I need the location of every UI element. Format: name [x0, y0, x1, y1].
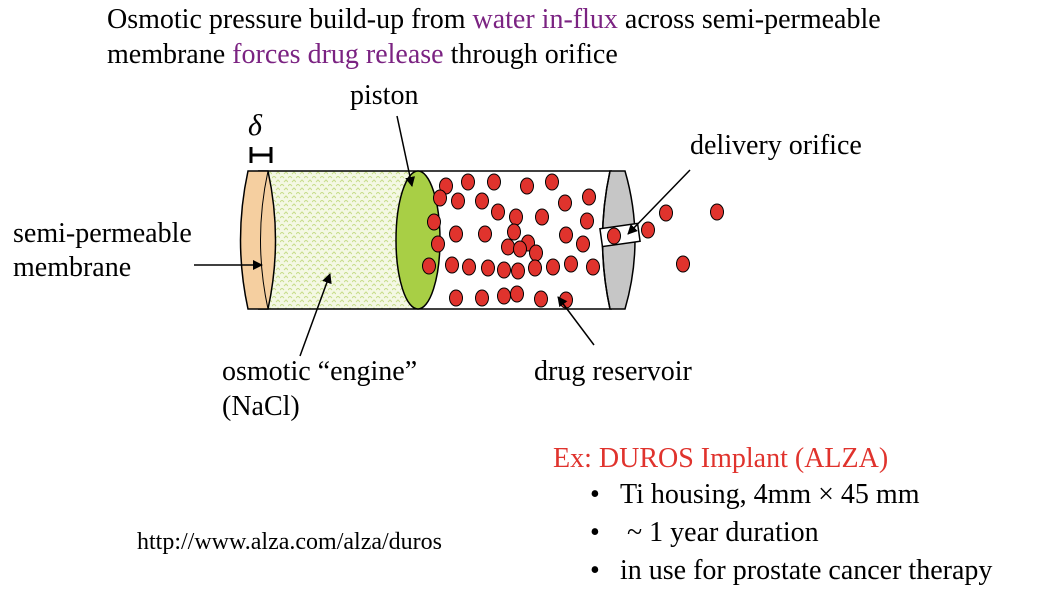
example-bullet-1-text: Ti housing, 4mm × 45 mm — [620, 479, 920, 510]
drug-particle — [586, 258, 600, 276]
label-osmotic-engine-line1: osmotic “engine” — [222, 356, 418, 387]
headline-part4: through orifice — [443, 39, 618, 70]
drug-particle — [558, 194, 572, 212]
drug-particle — [445, 256, 459, 274]
drug-particle — [509, 208, 523, 226]
drug-particle — [582, 188, 596, 206]
headline-part1: Osmotic pressure build-up from — [107, 4, 473, 35]
example-bullet-3-text: in use for prostate cancer therapy — [620, 555, 993, 586]
arrow-delivery-orifice — [627, 169, 691, 235]
label-piston: piston — [350, 80, 419, 111]
example-title: Ex: DUROS Implant (ALZA) — [553, 443, 889, 474]
drug-particle — [449, 225, 463, 243]
drug-particle — [511, 262, 525, 280]
example-bullet-2: • ~ 1 year duration — [590, 516, 819, 550]
example-bullet-2-text: ~ 1 year duration — [620, 517, 819, 548]
headline-line-1: Osmotic pressure build-up from water in-… — [107, 3, 881, 37]
bullet-dot-icon: • — [590, 479, 600, 510]
label-osmotic-engine-line2: (NaCl) — [222, 391, 300, 422]
delta-marker — [249, 147, 273, 163]
drug-particle — [520, 177, 534, 195]
headline-line-2: membrane forces drug release through ori… — [107, 38, 618, 72]
label-semi-permeable-line1: semi-permeable — [13, 218, 192, 249]
headline-highlight-water-influx: water in-flux — [472, 4, 618, 35]
headline-part3: membrane — [107, 39, 233, 70]
drug-particle — [676, 255, 690, 273]
example-bullet-3: • in use for prostate cancer therapy — [590, 554, 992, 588]
drug-particle — [433, 189, 447, 207]
drug-particle — [431, 235, 445, 253]
label-delta: δ — [248, 109, 262, 142]
drug-particle — [528, 259, 542, 277]
drug-particle — [559, 291, 573, 309]
label-semi-permeable-line2: membrane — [13, 252, 132, 283]
arrow-drug-reservoir — [557, 296, 595, 346]
drug-particle — [451, 192, 465, 210]
drug-particle — [449, 289, 463, 307]
drug-particle — [710, 203, 724, 221]
bullet-dot-icon: • — [590, 555, 600, 586]
drug-particle — [641, 221, 655, 239]
drug-particle — [559, 226, 573, 244]
drug-particle — [545, 173, 559, 191]
semi-permeable-membrane — [239, 170, 277, 310]
drug-particle — [507, 223, 521, 241]
drug-particle — [513, 240, 527, 258]
drug-particle — [564, 255, 578, 273]
drug-particle — [475, 192, 489, 210]
drug-particle — [535, 208, 549, 226]
drug-particle — [659, 204, 673, 222]
membrane-inner-curve — [260, 170, 269, 310]
drug-particle — [475, 289, 489, 307]
arrow-piston — [396, 115, 416, 187]
drug-particle — [491, 203, 505, 221]
headline-part2: across semi-permeable — [617, 4, 881, 35]
bullet-dot-icon: • — [590, 517, 600, 548]
drug-particle — [487, 173, 501, 191]
label-drug-reservoir: drug reservoir — [534, 356, 692, 387]
arrow-osmotic-engine — [299, 273, 332, 357]
drug-particle — [461, 173, 475, 191]
drug-particles — [422, 173, 724, 309]
example-bullet-1: • Ti housing, 4mm × 45 mm — [590, 478, 919, 512]
drug-particle — [497, 287, 511, 305]
drug-particle — [497, 261, 511, 279]
drug-particle — [546, 258, 560, 276]
drug-particle — [510, 285, 524, 303]
drug-particle — [501, 238, 515, 256]
drug-particle — [534, 290, 548, 308]
drug-particle — [478, 225, 492, 243]
source-url[interactable]: http://www.alza.com/alza/duros — [137, 529, 443, 555]
drug-particle — [462, 258, 476, 276]
drug-particle — [576, 235, 590, 253]
label-delivery-orifice: delivery orifice — [690, 130, 862, 161]
drug-particle — [529, 244, 543, 262]
drug-particle — [481, 259, 495, 277]
osmotic-engine-region — [268, 171, 418, 309]
drug-particle — [580, 212, 594, 230]
drug-particle — [427, 213, 441, 231]
drug-particle — [422, 257, 436, 275]
drug-particle — [607, 227, 621, 245]
headline-highlight-forces-release: forces drug release — [232, 39, 444, 70]
